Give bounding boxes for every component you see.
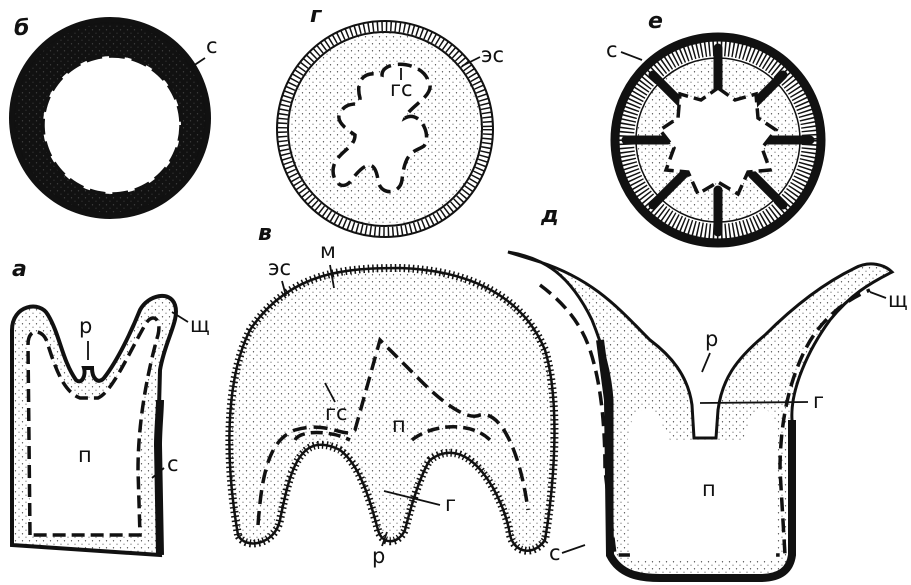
panel-e-leader-s [621, 52, 642, 60]
panel-v-label-g: г [445, 492, 456, 516]
panel-d-leader-shch [870, 292, 886, 298]
panel-g: г эс гс [277, 3, 504, 237]
panel-v-label-p: п [392, 413, 406, 437]
panel-v-body [229, 268, 554, 551]
panel-a-letter: а [12, 257, 27, 282]
panel-v-letter: в [258, 221, 272, 246]
panel-b-choanoderm-dashed [43, 56, 181, 194]
panel-d: д р щ г п с [508, 203, 908, 578]
panel-e-label-s: с [606, 38, 618, 62]
panel-a-label-p: п [78, 443, 92, 467]
panel-v-label-es: эс [268, 256, 291, 280]
panel-g-letter: г [310, 3, 323, 28]
panel-d-label-g: г [813, 389, 824, 413]
panel-v-label-gs: гс [325, 401, 348, 425]
panel-a-label-s: с [167, 452, 179, 476]
panel-a-pinacoderm-thick [158, 400, 160, 555]
panel-a-label-r: р [79, 314, 92, 338]
panel-d-label-s: с [549, 541, 561, 565]
panel-b: б с [9, 16, 218, 219]
panel-a-spongocoel-dashed [28, 318, 159, 535]
panel-d-leader-s [562, 545, 585, 553]
panel-e: е с [606, 9, 821, 243]
panel-d-label-p: п [702, 477, 716, 501]
panel-d-label-r: р [705, 327, 718, 351]
panel-b-letter: б [14, 16, 29, 41]
panel-b-label-s: с [206, 34, 218, 58]
panel-v-label-r: р [372, 544, 385, 568]
panel-v-label-m: м [320, 239, 336, 263]
panel-e-letter: е [648, 9, 663, 34]
panel-g-label-es: эс [481, 43, 504, 67]
panel-a: а р щ п с [12, 257, 210, 555]
panel-a-label-shch: щ [190, 313, 210, 337]
panel-d-label-shch: щ [888, 288, 908, 312]
panel-d-leader-g [700, 402, 808, 403]
panel-d-leader-r [702, 353, 710, 372]
panel-v: в эс м гс п г р [229, 221, 554, 568]
panel-g-label-gs: гс [390, 77, 413, 101]
panel-d-letter: д [540, 203, 559, 228]
